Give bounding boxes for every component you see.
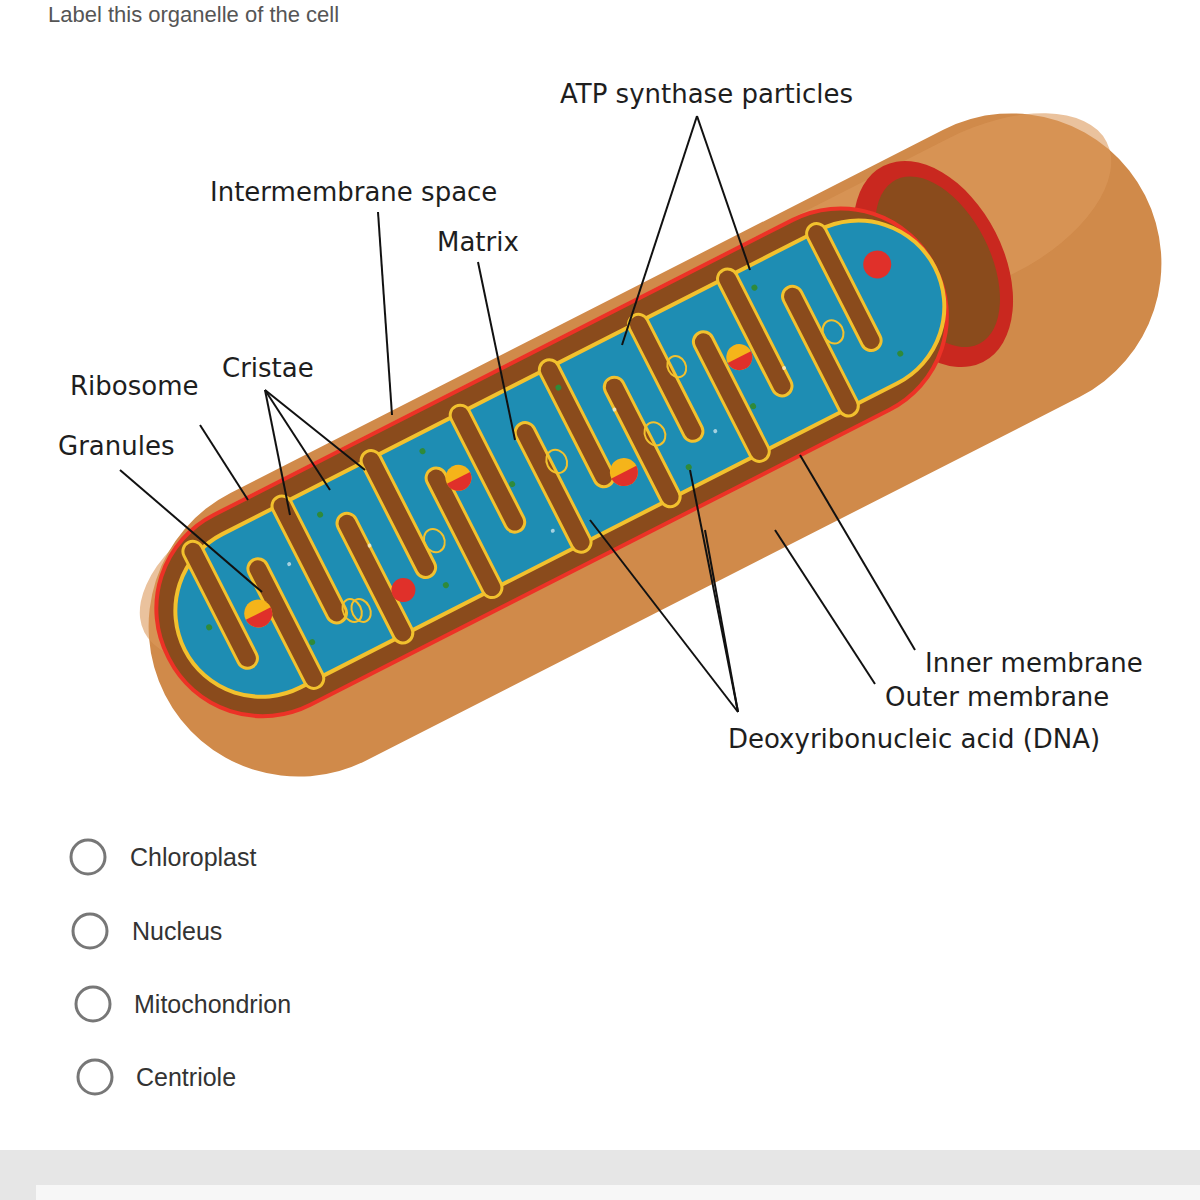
part-label: ATP synthase particles <box>560 78 853 110</box>
answer-option: Centriole <box>136 1061 236 1093</box>
question-title: Label this organelle of the cell <box>48 2 339 28</box>
part-label: Granules <box>58 430 175 462</box>
part-label: Intermembrane space <box>210 176 497 208</box>
part-label: Ribosome <box>70 370 198 402</box>
part-label: Outer membrane <box>885 681 1109 713</box>
part-label: Deoxyribonucleic acid (DNA) <box>728 723 1100 755</box>
answer-option: Nucleus <box>132 915 222 947</box>
answer-option: Mitochondrion <box>134 988 291 1020</box>
answer-option: Chloroplast <box>130 841 256 873</box>
part-label: Matrix <box>437 226 519 258</box>
part-label: Inner membrane <box>925 647 1143 679</box>
part-label: Cristae <box>222 352 314 384</box>
